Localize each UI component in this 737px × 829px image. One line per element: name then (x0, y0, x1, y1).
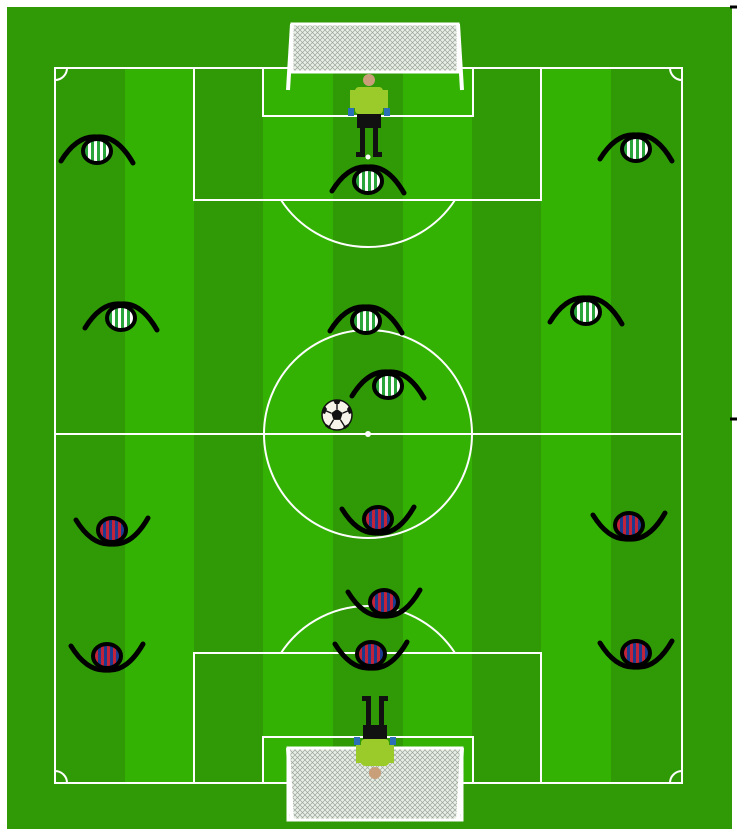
penalty-spot (366, 155, 371, 160)
soccer-ball-icon[interactable] (322, 400, 352, 430)
center-spot (365, 431, 371, 437)
